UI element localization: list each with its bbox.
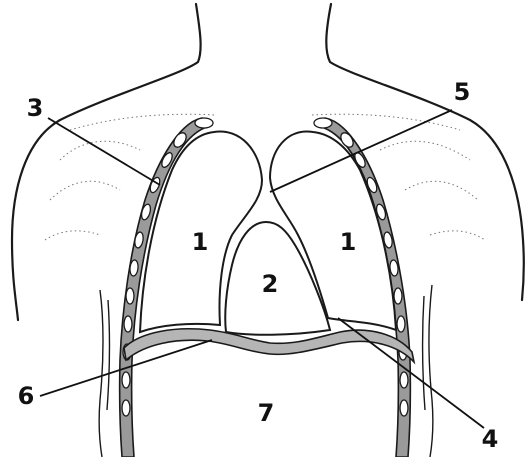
label-pleura: 3 — [27, 94, 44, 122]
rib — [122, 400, 130, 416]
right-arm-line-2 — [423, 296, 425, 410]
label-mediastinum: 5 — [454, 78, 471, 106]
left-arm-line-2 — [107, 300, 109, 410]
leader-4 — [338, 318, 484, 428]
leader-3 — [48, 118, 160, 185]
rib — [400, 400, 408, 416]
label-heart: 2 — [262, 270, 279, 298]
label-abdomen: 7 — [258, 399, 275, 427]
rib — [400, 372, 408, 388]
label-left-lung: 1 — [192, 228, 209, 256]
rib — [122, 372, 130, 388]
rib — [394, 288, 402, 304]
rib — [195, 118, 213, 128]
rib — [397, 316, 405, 332]
label-pleura-diaphragm: 4 — [482, 425, 499, 453]
rib — [126, 288, 134, 304]
rib — [124, 316, 132, 332]
left-arm-line — [99, 290, 103, 457]
rib — [314, 118, 332, 128]
label-diaphragm: 6 — [18, 382, 35, 410]
right-arm-line — [429, 285, 433, 457]
label-right-lung: 1 — [340, 228, 357, 256]
